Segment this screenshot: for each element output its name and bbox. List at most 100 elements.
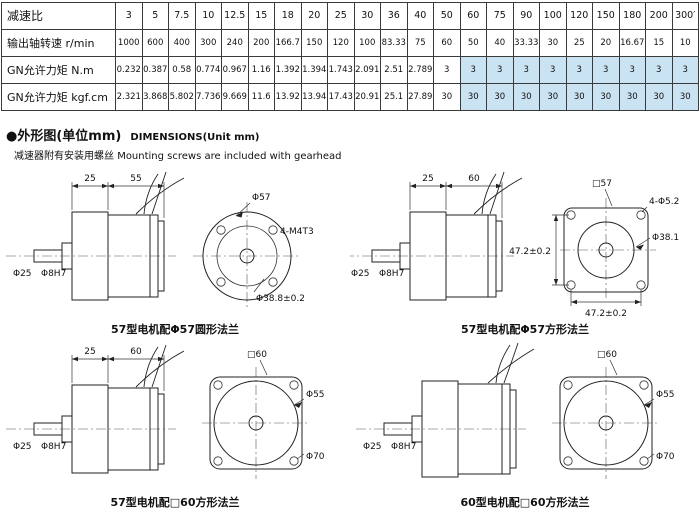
table-cell: 150 — [300, 29, 328, 57]
drawing-panel-round-57: 25 55 Φ25 Φ8H7 Φ57 4-M — [0, 168, 350, 337]
drawing-caption: 60型电机配□60方形法兰 — [460, 496, 590, 509]
wire — [481, 173, 497, 215]
table-cell: 33.33 — [512, 29, 540, 57]
table-cell: 25 — [565, 29, 593, 57]
table-cell: 25 — [327, 2, 355, 30]
wire — [487, 348, 535, 384]
table-cell: 0.774 — [194, 56, 222, 84]
dim-boss-diameter: Φ25 — [13, 269, 32, 279]
mounting-note-cn: 减速器附有安装用螺丝 — [14, 151, 114, 162]
wire — [503, 342, 519, 384]
table-cell: 2.789 — [406, 56, 434, 84]
table-cell: 75 — [486, 2, 514, 30]
table-cell: 120 — [565, 2, 593, 30]
table-cell: 180 — [618, 2, 646, 30]
dim-hole-diagonal: Φ70 — [306, 452, 325, 462]
row-label: 输出轴转速 r/min — [1, 29, 116, 57]
drawing-square-60-60-svg: Φ25 Φ8H7 □60 Φ55 Φ70 — [356, 342, 675, 479]
table-cell: 11.6 — [247, 83, 275, 111]
table-cell: 200 — [247, 29, 275, 57]
table-cell: 2.321 — [115, 83, 143, 111]
drawing-square-60-svg: 25 60 Φ25 Φ8H7 □60 — [6, 344, 325, 479]
table-cell: 60 — [433, 29, 461, 57]
dim-gearhead-length: 25 — [84, 347, 95, 357]
dim-motor-length: 60 — [130, 347, 142, 357]
dim-bolt-circle: Φ55 — [306, 390, 325, 400]
table-cell: 3 — [486, 56, 514, 84]
dim-pilot-diameter: Φ38.8±0.2 — [256, 294, 305, 304]
wire — [151, 171, 167, 215]
table-cell: 15 — [247, 2, 275, 30]
table-cell: 166.7 — [274, 29, 302, 57]
table-cell: 17.43 — [327, 83, 355, 111]
table-cell: 7.736 — [194, 83, 222, 111]
drawing-panel-square-57: 25 60 Φ25 Φ8H7 — [350, 168, 700, 337]
drawing-caption: 57型电机配Φ57方形法兰 — [461, 323, 589, 336]
table-cell: 30 — [592, 83, 620, 111]
wire — [143, 173, 159, 215]
dim-motor-length: 60 — [468, 174, 480, 184]
wire — [489, 171, 505, 215]
table-cell: 3 — [539, 56, 567, 84]
dim-shaft-diameter: Φ8H7 — [391, 442, 416, 452]
section-title-cn: ●外形图(单位mm) — [6, 129, 122, 144]
drawing-caption: 57型电机配Φ57圆形法兰 — [111, 323, 239, 336]
table-cell: 40 — [486, 29, 514, 57]
table-cell: 13.92 — [274, 83, 302, 111]
dim-flange-square: □57 — [592, 179, 612, 189]
table-cell: 3 — [671, 56, 699, 84]
drawing-caption: 57型电机配□60方形法兰 — [110, 496, 240, 509]
mounting-note-en: Mounting screws are included with gearhe… — [117, 151, 342, 162]
dim-pilot-diameter: Φ38.1 — [652, 233, 679, 243]
table-cell: 200 — [645, 2, 673, 30]
flange-front-view: □60 Φ55 Φ70 — [552, 350, 675, 479]
table-cell: 15 — [645, 29, 673, 57]
table-cell: 3 — [645, 56, 673, 84]
table-cell: 0.58 — [168, 56, 196, 84]
table-cell: 100 — [539, 2, 567, 30]
table-cell: 1000 — [115, 29, 143, 57]
table-cell: 30 — [671, 83, 699, 111]
table-cell: 10 — [194, 2, 222, 30]
dim-shaft-diameter: Φ8H7 — [41, 269, 66, 279]
table-cell: 100 — [353, 29, 381, 57]
table-cell: 30 — [539, 29, 567, 57]
dim-boss-diameter: Φ25 — [13, 442, 32, 452]
dim-flange-square: □60 — [247, 350, 267, 360]
wire — [151, 344, 167, 388]
wire — [495, 344, 511, 384]
drawing-square-57-svg: 25 60 Φ25 Φ8H7 — [350, 171, 679, 319]
row-label: 减速比 — [1, 2, 116, 30]
row-label: GN允许力矩 kgf.cm — [1, 83, 116, 111]
table-cell: 2.51 — [380, 56, 408, 84]
table-cell: 30 — [618, 83, 646, 111]
table-cell: 400 — [168, 29, 196, 57]
drawing-panel-square-60-57motor: 25 60 Φ25 Φ8H7 □60 — [0, 341, 350, 510]
table-cell: 5 — [141, 2, 169, 30]
dim-bolt-circle: Φ55 — [656, 390, 675, 400]
table-cell: 2.091 — [353, 56, 381, 84]
table-cell: 30 — [486, 83, 514, 111]
dim-flange-square: □60 — [597, 350, 617, 360]
table-cell: 0.967 — [221, 56, 249, 84]
table-cell: 30 — [353, 2, 381, 30]
wire — [135, 177, 185, 215]
table-cell: 75 — [406, 29, 434, 57]
table-cell: 1.743 — [327, 56, 355, 84]
table-cell: 30 — [512, 83, 540, 111]
flange-front-view: □57 4-Φ5.2 Φ38.1 47.2±0.2 47.2±0.2 — [509, 179, 679, 319]
table-cell: 7.5 — [168, 2, 196, 30]
motor-side-view: 25 60 Φ25 Φ8H7 — [350, 171, 523, 301]
table-cell: 60 — [459, 2, 487, 30]
table-cell: 3 — [512, 56, 540, 84]
dim-mount-holes: 4-M4T3 — [280, 227, 314, 237]
table-cell: 12.5 — [221, 2, 249, 30]
motor-side-view: 25 60 Φ25 Φ8H7 — [6, 344, 185, 474]
